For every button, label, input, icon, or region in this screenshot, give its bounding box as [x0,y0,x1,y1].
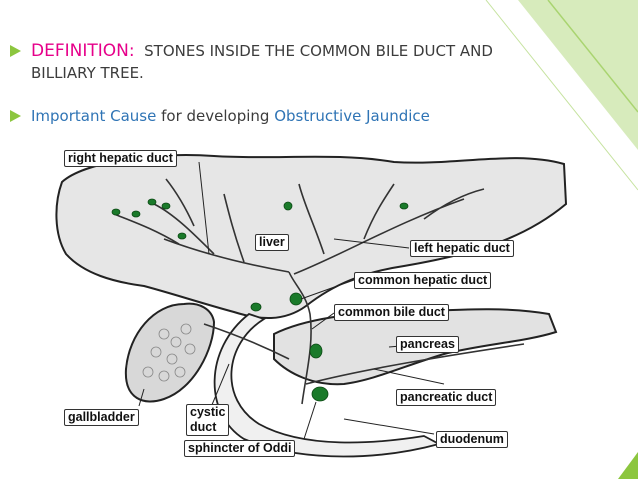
label-common-bile-duct: common bile duct [334,304,449,321]
label-left-hepatic-duct: left hepatic duct [410,240,514,257]
definition-text: DEFINITION: STONES INSIDE THE COMMON BIL… [31,41,493,82]
liver-shape [55,154,568,320]
bullet-important-cause: Important Cause for developing Obstructi… [10,105,570,127]
pancreatic-duct-path [305,343,525,385]
label-right-hepatic-duct: right hepatic duct [64,150,177,167]
bullet-arrow-icon [10,110,21,122]
label-gallbladder: gallbladder [64,409,139,426]
label-common-hepatic-duct: common hepatic duct [354,272,492,289]
biliary-anatomy-diagram: right hepatic duct liver left hepatic du… [44,144,570,462]
label-sphincter-of-oddi: sphincter of Oddi [184,440,296,457]
label-liver: liver [255,234,289,251]
left-hepatic-branch [293,183,485,275]
bullet-definition: DEFINITION: STONES INSIDE THE COMMON BIL… [10,40,570,84]
cause-text: Important Cause for developing Obstructi… [31,107,430,125]
label-pancreas: pancreas [396,336,459,353]
definition-lead: DEFINITION [31,41,129,61]
common-bile-duct [288,271,312,405]
bullet-arrow-icon [10,45,21,57]
right-hepatic-branch [113,178,290,273]
cystic-duct-path [203,323,290,360]
label-pancreatic-duct: pancreatic duct [396,389,497,406]
definition-line1: STONES INSIDE THE COMMON BILE DUCT AND [144,42,493,60]
definition-line2: BILLIARY TREE. [31,64,144,82]
label-duodenum: duodenum [436,431,508,448]
